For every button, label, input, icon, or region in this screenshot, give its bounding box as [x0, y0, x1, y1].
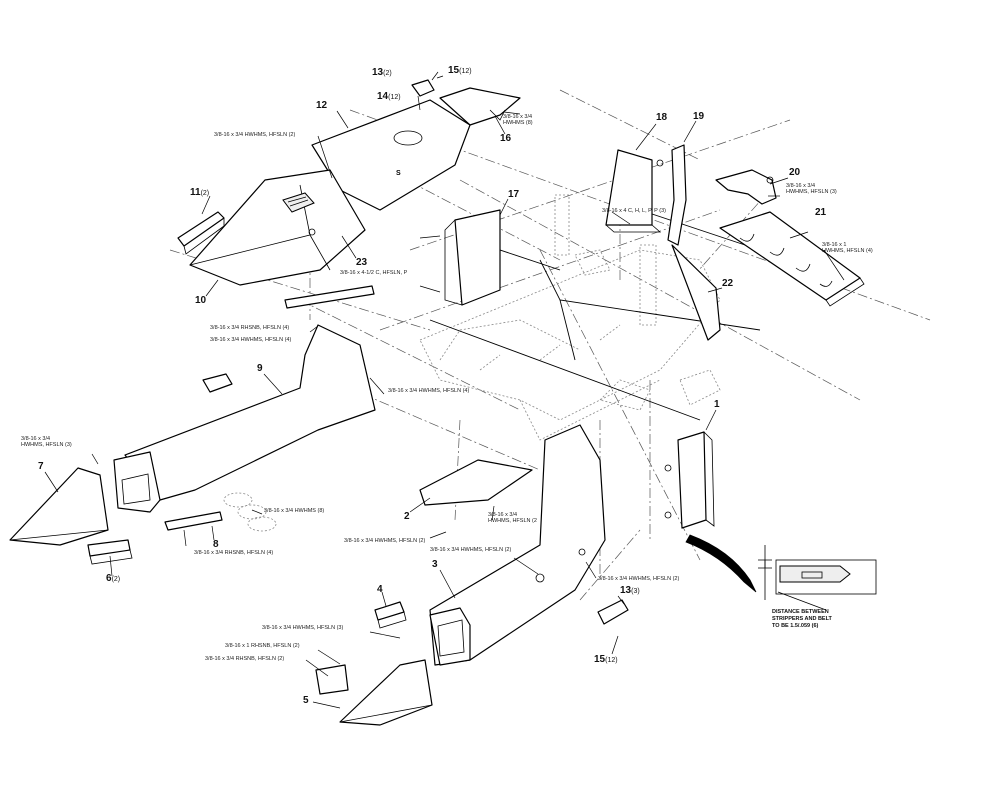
part-2-flat-plate	[419, 459, 533, 506]
callout-3: 3	[432, 559, 438, 570]
hardware-note: 3/8-16 x 4-1/2 C, HFSLN, P	[340, 270, 408, 276]
callout-9: 9	[257, 363, 263, 374]
hardware-note: 3/8-16 x 1 HWHMS, HFSLN (4)	[822, 242, 873, 255]
inset-detail	[758, 545, 877, 611]
part-1-mount-bracket	[664, 431, 715, 529]
svg-text:S: S	[396, 170, 401, 177]
callout-11: 11(2)	[190, 187, 210, 198]
hardware-note: 3/8-16 x 3/4 HWHMS, HFSLN (3)	[786, 183, 837, 196]
hardware-note: 3/8-16 x 3/4 HWHMS, HFSLN (2	[488, 512, 537, 525]
callout-15-lower: 15(12)	[594, 654, 618, 665]
callout-13-lower: 13(3)	[620, 585, 640, 596]
inset-caption: DISTANCE BETWEEN STRIPPERS AND BELT TO B…	[772, 609, 832, 629]
part-17-vertical-plate	[419, 209, 501, 306]
callout-10: 10	[195, 295, 207, 306]
part-21-stripper-bar	[719, 211, 865, 307]
hardware-note: 3/8-16 x 3/4 HWHMS, HFSLN (4)	[388, 388, 470, 394]
hardware-note: 3/8-16 x 3/4 HWHMS, HFSLN (2)	[598, 576, 680, 582]
part-6-clip	[87, 539, 133, 565]
hardware-note: 3/8-16 x 3/4 HWHMS, HFSLN (2)	[344, 538, 426, 544]
hardware-note: 3/8-16 x 3/4 HWHMS, HFSLN (2)	[430, 547, 512, 553]
callout-20: 20	[789, 167, 801, 178]
callout-2: 2	[404, 511, 410, 522]
callout-5: 5	[303, 695, 309, 706]
part-9-long-side-shield	[113, 324, 376, 513]
hardware-note: 3/8-16 x 3/4 HWHMS, HFSLN (3)	[21, 436, 72, 449]
callout-18: 18	[656, 112, 668, 123]
callout-1: 1	[714, 399, 720, 410]
callout-22: 22	[722, 278, 734, 289]
callout-19: 19	[693, 111, 705, 122]
part-8-strap	[164, 511, 223, 531]
part-13-plate-lower	[597, 599, 629, 625]
detail-arrow	[685, 534, 757, 593]
main-frame	[419, 194, 761, 441]
part-18-side-plate	[605, 149, 662, 233]
part-14-flat-cover	[439, 87, 521, 126]
hardware-note: 3/8-16 x 3/4 HWHMS, HFSLN (2)	[214, 132, 296, 138]
hardware-note: 3/8-16 x 1 RHSNB, HFSLN (2)	[225, 643, 300, 649]
part-7-end-cone	[9, 467, 109, 546]
part-20-bracket	[715, 169, 777, 205]
callout-16: 16	[500, 133, 512, 144]
callout-14: 14(12)	[377, 91, 401, 102]
hardware-note: 3/8-16 x 3/4 HWHMS, HFSLN (3)	[262, 625, 344, 631]
hardware-note: 3/8-16 x 3/4 RHSNB, HFSLN (2)	[205, 656, 285, 662]
part-3-rear-shield	[429, 424, 606, 666]
leader-lines	[44, 71, 845, 709]
callout-12: 12	[316, 100, 328, 111]
callout-13-top: 13(2)	[372, 67, 392, 78]
wear-pads	[223, 492, 277, 532]
hardware-note: 3/8-16 x 3/4 RHSNB, HFSLN (4)	[194, 550, 274, 556]
hardware-note: 3/8-16 x 3/4 HWHMS, HFSLN (4)	[210, 337, 292, 343]
callout-4: 4	[377, 584, 383, 595]
part-23-strip	[284, 285, 375, 309]
callout-17: 17	[508, 189, 520, 200]
hardware-note: 3/8-16 x 3/4 HWHMS (8)	[264, 508, 325, 514]
hardware-note: 3/8-16 x 3/4 HWHMS (8)	[503, 114, 533, 127]
callout-23: 23	[356, 257, 368, 268]
part-13-plate-top	[411, 75, 444, 97]
callout-15-top: 15(12)	[448, 65, 472, 76]
part-4-small-bracket	[374, 601, 407, 629]
callout-8: 8	[213, 539, 219, 550]
part-11-angle-bracket	[177, 211, 225, 255]
part-10-front-shield	[189, 169, 366, 286]
callout-21: 21	[815, 207, 827, 218]
callout-6: 6(2)	[106, 573, 121, 584]
callout-7: 7	[38, 461, 44, 472]
part-5-lower-end-cone	[315, 659, 433, 726]
part-19-angle-strap	[656, 144, 687, 246]
part-22-deflector	[671, 244, 721, 341]
hardware-note: 3/8-16 x 3/4 RHSNB, HFSLN (4)	[210, 325, 290, 331]
hardware-note: 3/8-16 x 4 C, H, L, P, P (3)	[602, 208, 666, 214]
